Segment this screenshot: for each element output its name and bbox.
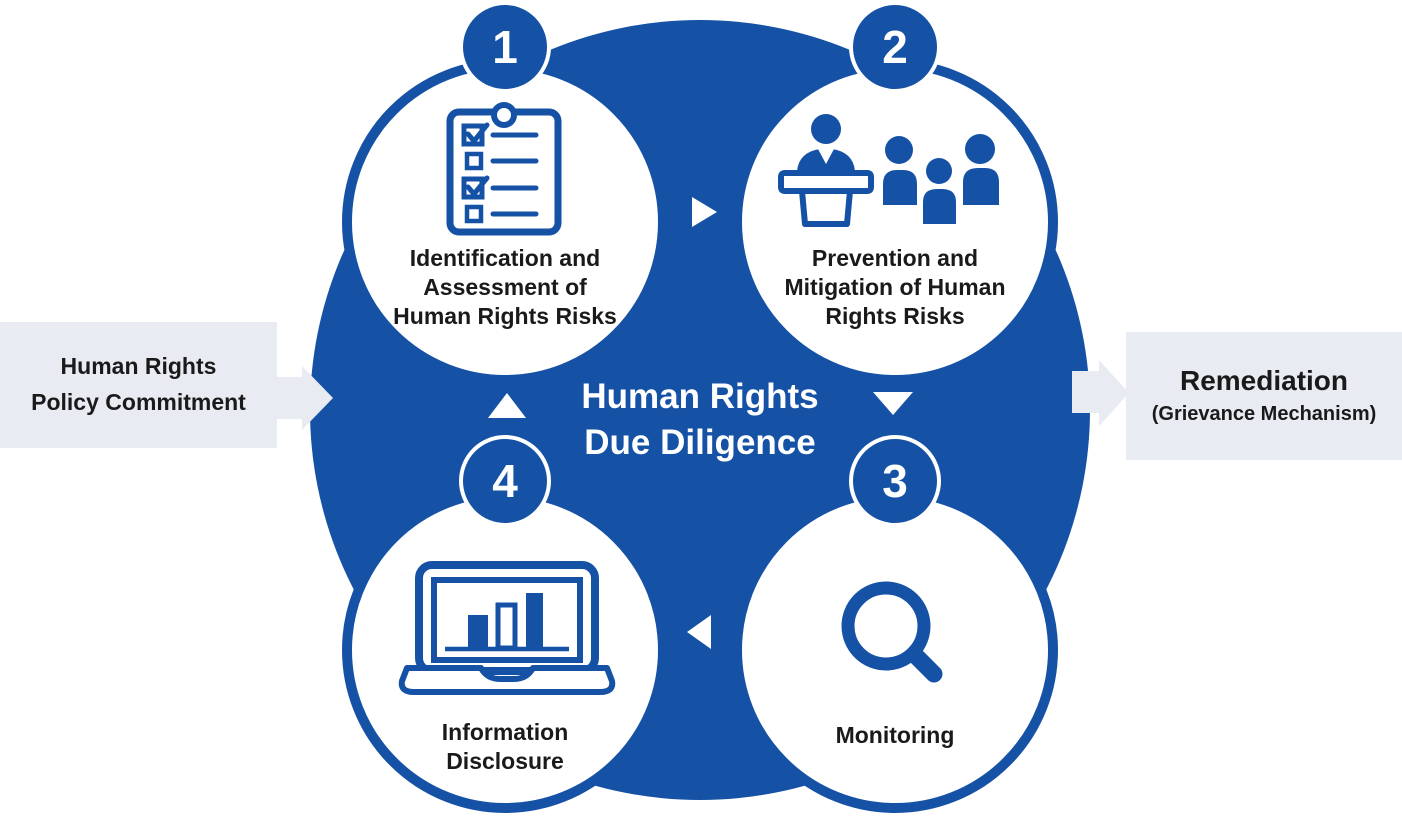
step-circle-prevention <box>732 59 1058 385</box>
remediation-arrow-shaft <box>1072 371 1099 413</box>
step-label-identification: Identification and Assessment of Human R… <box>393 245 617 329</box>
step-number-4: 4 <box>492 455 518 507</box>
step-number-2: 2 <box>882 21 908 73</box>
flow-arrow-step1-to-step2-icon <box>692 197 717 227</box>
laptop-chart-icon <box>398 561 616 695</box>
step-number-badge-3: 3 <box>849 435 941 527</box>
remediation-box: Remediation (Grievance Mechanism) <box>1126 332 1402 460</box>
step-number-badge-4: 4 <box>459 435 551 527</box>
flow-arrow-step3-to-step4-icon <box>687 615 711 649</box>
magnifier-icon <box>841 581 943 683</box>
remediation-arrow-head-icon <box>1099 360 1129 426</box>
presentation-audience-icon <box>778 114 999 228</box>
step-label-prevention: Prevention and Mitigation of Human Right… <box>784 245 1006 329</box>
remediation-subtitle: (Grievance Mechanism) <box>1151 403 1377 426</box>
policy-commitment-label: Human Rights Policy Commitment <box>31 353 246 415</box>
step-label-disclosure: Information Disclosure <box>441 719 569 774</box>
policy-arrow-head-icon <box>302 366 333 430</box>
flow-arrow-step2-to-step3-icon <box>873 392 913 415</box>
policy-commitment-box: Human Rights Policy Commitment <box>0 322 277 448</box>
step-number-1: 1 <box>492 21 518 73</box>
step-number-badge-1: 1 <box>459 1 551 93</box>
remediation-title: Remediation <box>1179 364 1349 396</box>
flow-arrow-step4-to-step1-icon <box>488 393 526 418</box>
cycle-title: Human Rights Due Diligence <box>581 377 819 463</box>
step-label-monitoring: Monitoring <box>835 722 955 748</box>
step-number-badge-2: 2 <box>849 1 941 93</box>
step-number-3: 3 <box>882 455 908 507</box>
checklist-icon <box>446 102 562 236</box>
policy-arrow-shaft <box>277 377 302 419</box>
